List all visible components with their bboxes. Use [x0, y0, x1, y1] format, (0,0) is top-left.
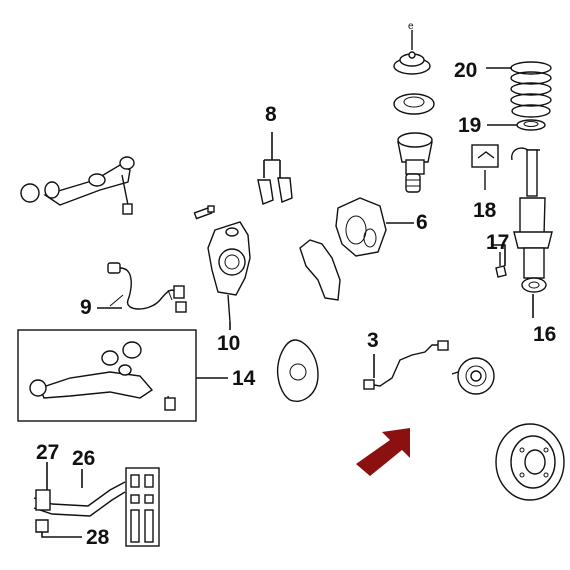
- label-20: 20: [454, 59, 478, 82]
- label-3: 3: [367, 329, 379, 352]
- spring-insulator: [516, 119, 546, 131]
- caliper-bracket: [299, 197, 387, 301]
- upper-control-arm: [20, 156, 135, 215]
- bracket-kit: [471, 144, 499, 190]
- leader-lines: [41, 67, 534, 538]
- label-18: 18: [473, 199, 497, 222]
- link-kit: [125, 467, 160, 547]
- label-19: 19: [458, 114, 482, 137]
- label-e: e: [408, 21, 414, 32]
- label-10: 10: [217, 332, 241, 355]
- coil-spring: [510, 61, 552, 118]
- stabilizer-bar: [33, 481, 126, 533]
- abs-sensor-hub: [363, 340, 495, 395]
- shock-strut: [511, 147, 553, 293]
- strut-mount-stack: [393, 30, 435, 193]
- label-9: 9: [80, 296, 92, 319]
- red-arrow-icon: [356, 428, 410, 476]
- label-27: 27: [36, 441, 60, 464]
- label-26: 26: [72, 447, 96, 470]
- bolt-set: [193, 177, 293, 220]
- sensor-harness: [107, 262, 187, 313]
- steering-knuckle: [207, 221, 251, 323]
- label-6: 6: [416, 211, 428, 234]
- brake-rotor: [495, 423, 565, 501]
- label-17: 17: [486, 231, 510, 254]
- lower-arm-box: [17, 329, 197, 422]
- label-16: 16: [533, 323, 557, 346]
- dust-shield: [276, 339, 319, 402]
- label-28: 28: [86, 526, 110, 549]
- clip: [495, 252, 507, 278]
- label-14: 14: [232, 367, 256, 390]
- label-8: 8: [265, 103, 277, 126]
